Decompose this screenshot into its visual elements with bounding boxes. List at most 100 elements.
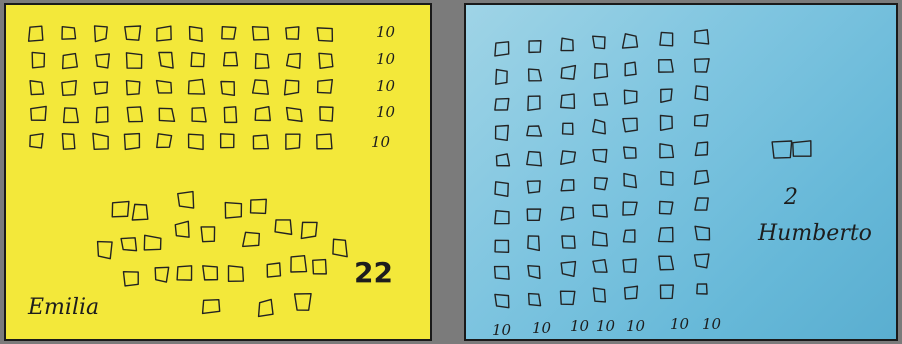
tally-square [495, 267, 510, 280]
tally-square [595, 64, 608, 79]
tally-square [695, 59, 709, 72]
tally-square [225, 203, 241, 218]
tally-square [529, 294, 541, 306]
tally-square [660, 201, 673, 213]
tally-square [623, 202, 637, 215]
tally-square [561, 94, 575, 108]
column-count-7: 10 [702, 317, 721, 332]
tally-square [221, 82, 234, 96]
tally-square [562, 236, 575, 248]
tally-square [159, 108, 174, 121]
tally-square [495, 240, 508, 252]
tally-square [221, 134, 234, 148]
tally-square [253, 80, 269, 94]
tally-square [527, 209, 540, 220]
tally-square [593, 36, 605, 48]
student-name: Emilia [28, 297, 99, 319]
tally-square [32, 52, 44, 67]
tally-square [301, 222, 317, 238]
tally-square [561, 151, 576, 164]
tally-square [529, 41, 541, 53]
tally-square [593, 288, 605, 302]
tally-square [624, 174, 636, 188]
tally-square [528, 236, 539, 250]
tally-square [624, 90, 636, 104]
tally-square [285, 80, 299, 95]
drawn-squares-left [6, 5, 432, 341]
tally-square [695, 171, 709, 185]
tally-square [695, 115, 708, 126]
tally-square [623, 118, 637, 131]
tally-square [191, 53, 204, 67]
yellow-note-emilia: 10 10 10 10 10 22 Emilia [4, 3, 432, 341]
tally-square [561, 262, 575, 277]
tally-square [126, 53, 141, 68]
tally-square [695, 226, 709, 239]
tally-square [695, 254, 709, 268]
row-count-2: 10 [376, 52, 395, 67]
tally-square [192, 108, 206, 122]
tally-square [124, 134, 139, 150]
tally-square [319, 53, 333, 68]
tally-square [286, 134, 300, 149]
tally-square [659, 256, 674, 270]
tally-square [295, 294, 311, 310]
tally-square [593, 205, 607, 217]
tally-square [623, 230, 634, 242]
total-count: 22 [354, 259, 393, 287]
student-name: Humberto [758, 223, 872, 245]
tally-square [224, 107, 236, 123]
tally-square [320, 107, 333, 121]
tally-square [31, 106, 46, 120]
tally-square [593, 260, 607, 273]
tally-square [624, 147, 636, 158]
tally-square [318, 80, 333, 93]
tally-square [155, 267, 168, 282]
tally-square [127, 107, 142, 122]
tally-square [561, 207, 573, 220]
tally-square [695, 30, 709, 44]
tally-square [203, 266, 218, 280]
blue-note-humberto: 10 10 10 10 10 10 10 2 Humberto [464, 3, 898, 341]
row-count-5: 10 [371, 135, 390, 150]
tally-square [595, 178, 608, 190]
tally-square [593, 232, 608, 246]
tally-square [64, 108, 79, 122]
tally-square [623, 259, 636, 272]
tally-square [660, 116, 672, 131]
tally-square [333, 239, 347, 256]
tally-square [222, 27, 236, 39]
tally-square [259, 299, 273, 316]
tally-square [177, 266, 191, 280]
tally-square [157, 134, 172, 148]
tally-square [496, 70, 507, 85]
tally-square [660, 285, 673, 298]
tally-square [255, 107, 270, 121]
row-count-3: 10 [376, 79, 395, 94]
tally-square [30, 81, 43, 95]
tally-square [287, 108, 302, 122]
tally-square [527, 152, 542, 166]
tally-square [121, 238, 136, 251]
tally-square [286, 27, 299, 39]
tally-square [126, 81, 139, 95]
tally-square [287, 54, 301, 69]
tally-square [291, 256, 307, 272]
tally-square [203, 300, 220, 314]
tally-square [625, 62, 636, 75]
tally-square [593, 150, 607, 163]
tally-square [593, 120, 605, 134]
tally-square [495, 294, 509, 307]
tally-square [189, 134, 204, 149]
tally-square [527, 126, 542, 136]
tally-square [528, 96, 540, 110]
tally-square [243, 232, 260, 246]
column-count-1: 10 [492, 323, 511, 338]
tally-square [123, 272, 138, 286]
row-count-4: 10 [376, 105, 395, 120]
total-count: 2 [784, 187, 798, 209]
column-count-2: 10 [532, 321, 551, 336]
tally-square [132, 204, 147, 220]
tally-square [29, 26, 43, 41]
tally-square [157, 26, 171, 41]
